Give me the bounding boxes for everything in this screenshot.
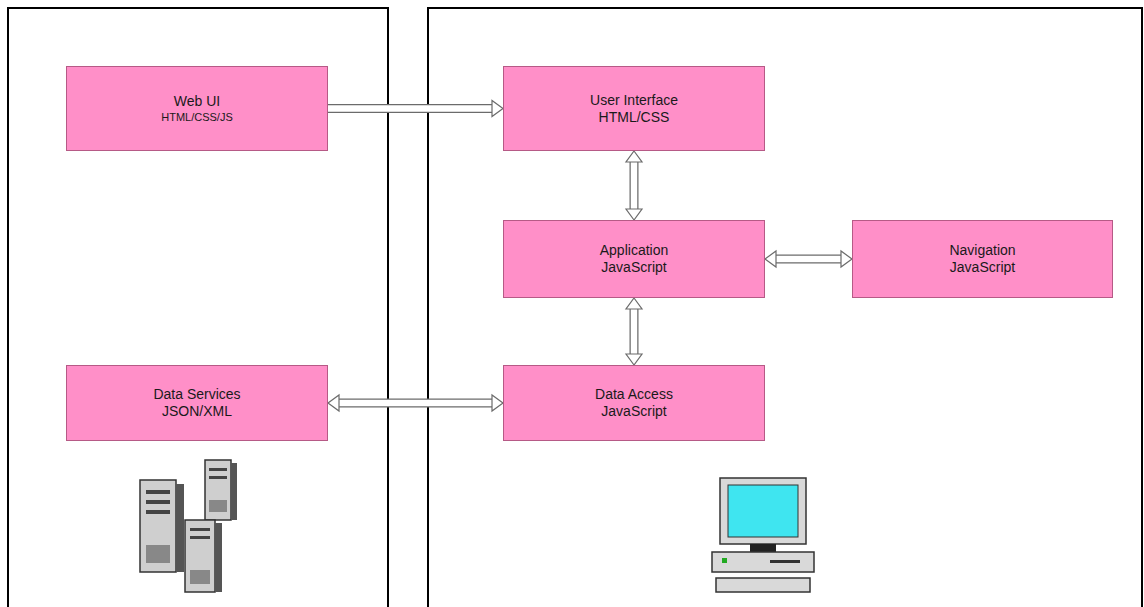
arrow-head bbox=[492, 395, 503, 411]
process-box: Web UIHTML/CSS/JS bbox=[66, 66, 328, 151]
arrow-head bbox=[626, 298, 642, 309]
arrow-shaft-fill bbox=[775, 256, 842, 263]
arrow-shaft-outline bbox=[630, 308, 639, 355]
arrow-head bbox=[626, 151, 642, 162]
process-box: Data ServicesJSON/XML bbox=[66, 365, 328, 441]
arrow-shaft-outline bbox=[338, 399, 493, 408]
box-subtitle: JavaScript bbox=[601, 403, 666, 420]
arrow-shaft-fill bbox=[338, 400, 493, 407]
block-arrow bbox=[626, 298, 642, 365]
arrow-head bbox=[626, 354, 642, 365]
process-box: ApplicationJavaScript bbox=[503, 220, 765, 298]
arrow-head bbox=[328, 395, 339, 411]
arrow-head bbox=[626, 209, 642, 220]
block-arrow bbox=[328, 101, 503, 117]
box-title: Application bbox=[600, 242, 669, 259]
box-subtitle: JavaScript bbox=[950, 259, 1015, 276]
block-arrow bbox=[765, 251, 852, 267]
box-title: Navigation bbox=[949, 242, 1015, 259]
block-arrow bbox=[626, 151, 642, 220]
box-subtitle: JavaScript bbox=[601, 259, 666, 276]
arrow-head bbox=[765, 251, 776, 267]
box-subtitle: JSON/XML bbox=[162, 403, 232, 420]
box-title: Data Services bbox=[153, 386, 240, 403]
process-box: NavigationJavaScript bbox=[852, 220, 1113, 298]
arrow-shaft-fill bbox=[328, 105, 493, 112]
arrow-shaft-outline bbox=[630, 161, 639, 210]
box-subtitle: HTML/CSS/JS bbox=[161, 110, 233, 124]
box-title: Data Access bbox=[595, 386, 673, 403]
client-panel bbox=[428, 8, 1142, 607]
box-title: Web UI bbox=[174, 93, 220, 110]
box-subtitle: HTML/CSS bbox=[599, 109, 670, 126]
process-box: Data AccessJavaScript bbox=[503, 365, 765, 441]
arrow-shaft-fill bbox=[631, 161, 638, 210]
block-arrow bbox=[328, 395, 503, 411]
arrow-shaft-fill bbox=[631, 308, 638, 355]
process-box: User InterfaceHTML/CSS bbox=[503, 66, 765, 151]
server-icon bbox=[140, 460, 237, 592]
arrow-head bbox=[841, 251, 852, 267]
arrow-shaft-outline bbox=[775, 255, 842, 264]
box-title: User Interface bbox=[590, 92, 678, 109]
arrow-head bbox=[492, 101, 503, 117]
server-panel bbox=[8, 8, 388, 607]
arrow-shaft-outline bbox=[328, 104, 493, 113]
computer-icon bbox=[712, 478, 814, 592]
